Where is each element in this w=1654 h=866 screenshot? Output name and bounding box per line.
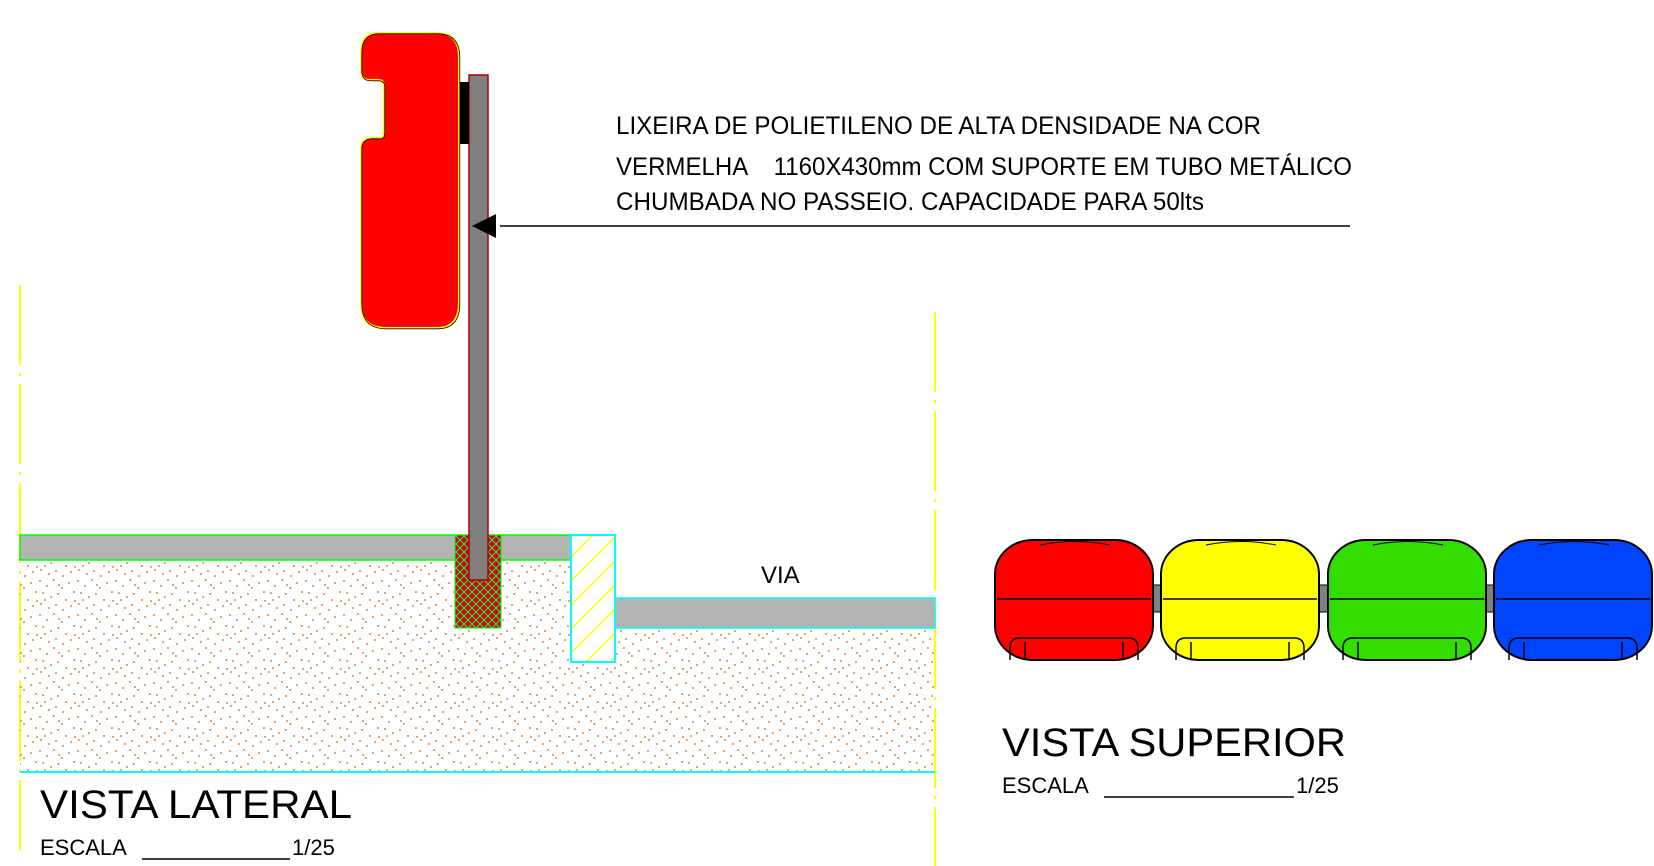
road-label: VIA	[761, 562, 800, 589]
top-bin-blue	[1493, 539, 1653, 661]
leader-arrowhead	[472, 214, 496, 238]
top-bin-red	[994, 539, 1154, 661]
side-view-scale-label: ESCALA	[40, 835, 127, 860]
red-bin-side	[360, 32, 460, 329]
metal-pole	[468, 74, 489, 581]
note-line-3: CHUMBADA NO PASSEIO. CAPACIDADE PARA 50l…	[616, 188, 1204, 216]
soil-below-curb	[571, 662, 615, 772]
red-bin-side-outline	[361, 33, 461, 330]
top-bin-green	[1327, 539, 1487, 661]
note-line-1: LIXEIRA DE POLIETILENO DE ALTA DENSIDADE…	[616, 112, 1261, 140]
note-line-2: VERMELHA 1160X430mm COM SUPORTE EM TUBO …	[616, 152, 1352, 181]
road-slab	[614, 597, 936, 629]
side-view-title: VISTA LATERAL	[40, 783, 352, 827]
side-view-scale-value: 1/25	[292, 835, 335, 860]
top-view-scale-value: 1/25	[1296, 773, 1339, 798]
soil-right	[615, 628, 935, 772]
top-bin-yellow	[1160, 539, 1320, 661]
side-view	[19, 32, 1350, 866]
top-view	[994, 539, 1653, 661]
top-view-scale-label: ESCALA	[1002, 773, 1089, 798]
top-view-title: VISTA SUPERIOR	[1002, 721, 1346, 765]
curb	[570, 534, 616, 663]
bin-bracket	[458, 82, 469, 144]
